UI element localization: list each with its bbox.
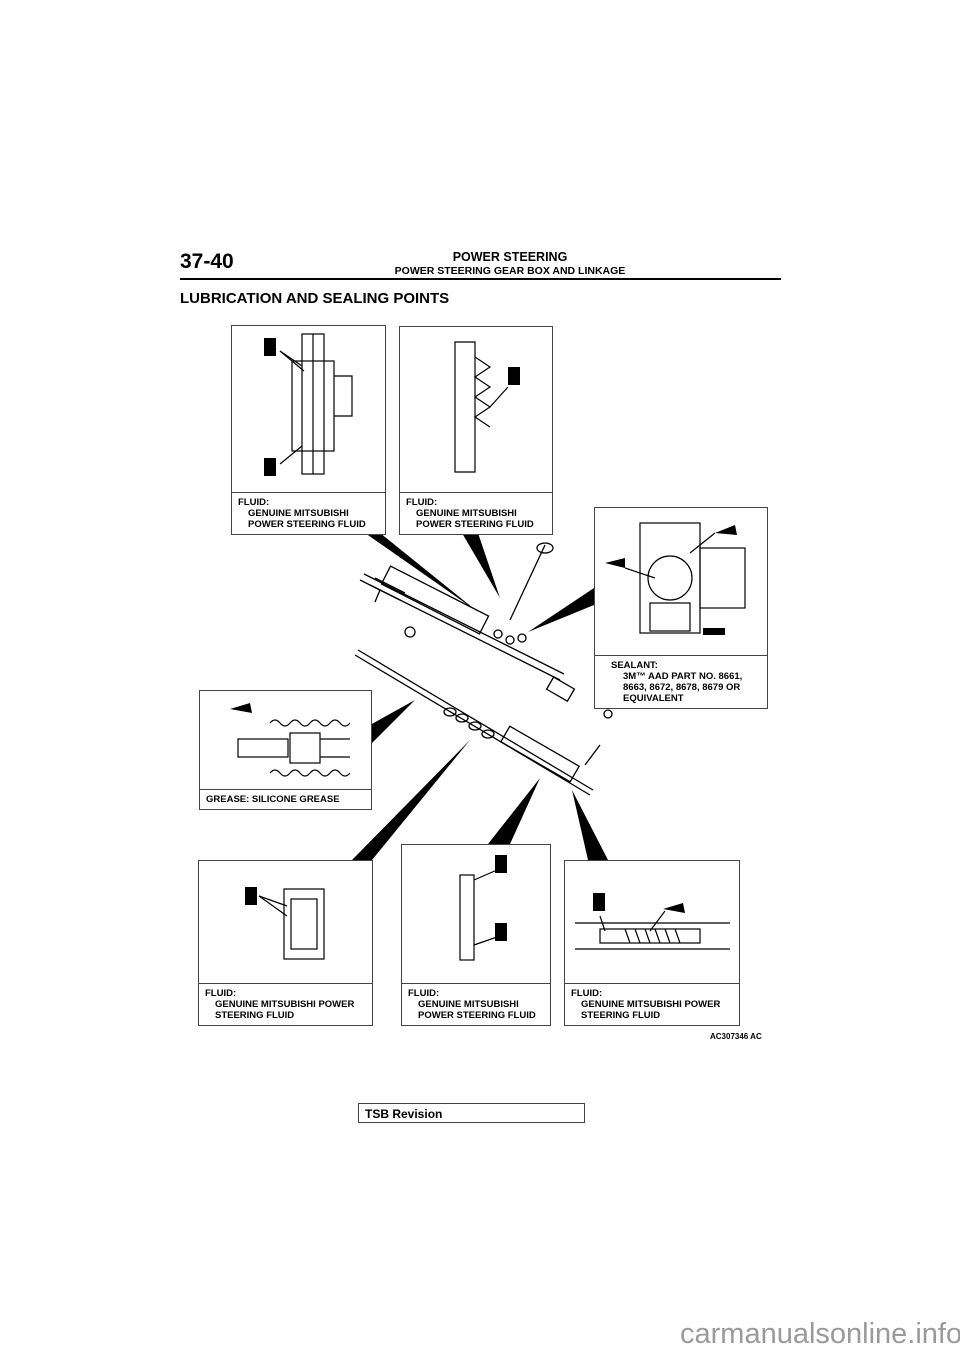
fluid-bottle-icon [264,338,276,356]
pointer-wedge [488,778,540,844]
callout-box-sealant: SEALANT: 3M™ AAD PART NO. 8661, 8663, 86… [594,507,768,709]
pointer-wedge [572,790,608,860]
sealant-tube-icon [715,525,737,535]
valve-body-illustration [605,522,746,635]
rack-housing-illustration [454,341,520,473]
fluid-bottle-icon [593,893,605,911]
callout-label: SEALANT: 3M™ AAD PART NO. 8661, 8663, 86… [595,655,767,708]
fluid-bottle-icon [508,367,520,385]
callout-label: FLUID: GENUINE MITSUBISHI POWER STEERING… [565,983,739,1025]
callout-box-rack-support: FLUID: GENUINE MITSUBISHI POWER STEERING… [401,844,551,1026]
fluid-bottle-icon [495,855,507,873]
bushing-illustration [245,887,325,960]
sealant-tube-icon [605,558,625,568]
subchapter-title: POWER STEERING GEAR BOX AND LINKAGE [394,265,626,277]
rack-teeth-illustration [575,893,730,950]
callout-box-pinion-valve: FLUID: GENUINE MITSUBISHI POWER STEERING… [231,325,386,535]
rack-support-illustration [459,855,507,961]
figure-code: AC307346 AC [710,1032,762,1041]
boot-illustration [230,703,351,777]
pinion-valve-illustration [264,333,353,476]
callout-label: FLUID: GENUINE MITSUBISHI POWER STEERING… [232,492,385,534]
watermark: carmanualsonline.info [680,1318,960,1350]
header-rule [180,278,781,280]
fluid-bottle-icon [264,458,276,476]
exploded-gearbox-diagram [352,533,613,860]
callout-label: GREASE: SILICONE GREASE [200,789,371,809]
callout-box-rack-housing: FLUID: GENUINE MITSUBISHI POWER STEERING… [399,326,553,535]
pointer-wedge [365,533,478,612]
sealant-tube-icon [703,628,725,635]
pointer-wedge [528,588,594,632]
fluid-bottle-icon [245,887,257,905]
pointer-wedge [352,740,470,860]
callout-box-rack-teeth: FLUID: GENUINE MITSUBISHI POWER STEERING… [564,860,740,1026]
section-title: LUBRICATION AND SEALING POINTS [180,290,450,307]
pointer-wedge [370,700,415,745]
grease-tube-icon [230,703,252,713]
tsb-revision-box: TSB Revision [358,1103,585,1123]
callout-box-rack-bushing: FLUID: GENUINE MITSUBISHI POWER STEERING… [198,860,373,1026]
fluid-bottle-icon [495,923,507,941]
callout-label: FLUID: GENUINE MITSUBISHI POWER STEERING… [402,983,550,1025]
pointer-wedge [462,533,500,598]
callout-box-grease: GREASE: SILICONE GREASE [199,690,372,810]
page-number: 37-40 [180,250,234,273]
chapter-title: POWER STEERING [452,250,568,264]
callout-label: FLUID: GENUINE MITSUBISHI POWER STEERING… [199,983,372,1025]
sealant-tube-icon [663,903,685,913]
callout-label: FLUID: GENUINE MITSUBISHI POWER STEERING… [400,492,552,534]
